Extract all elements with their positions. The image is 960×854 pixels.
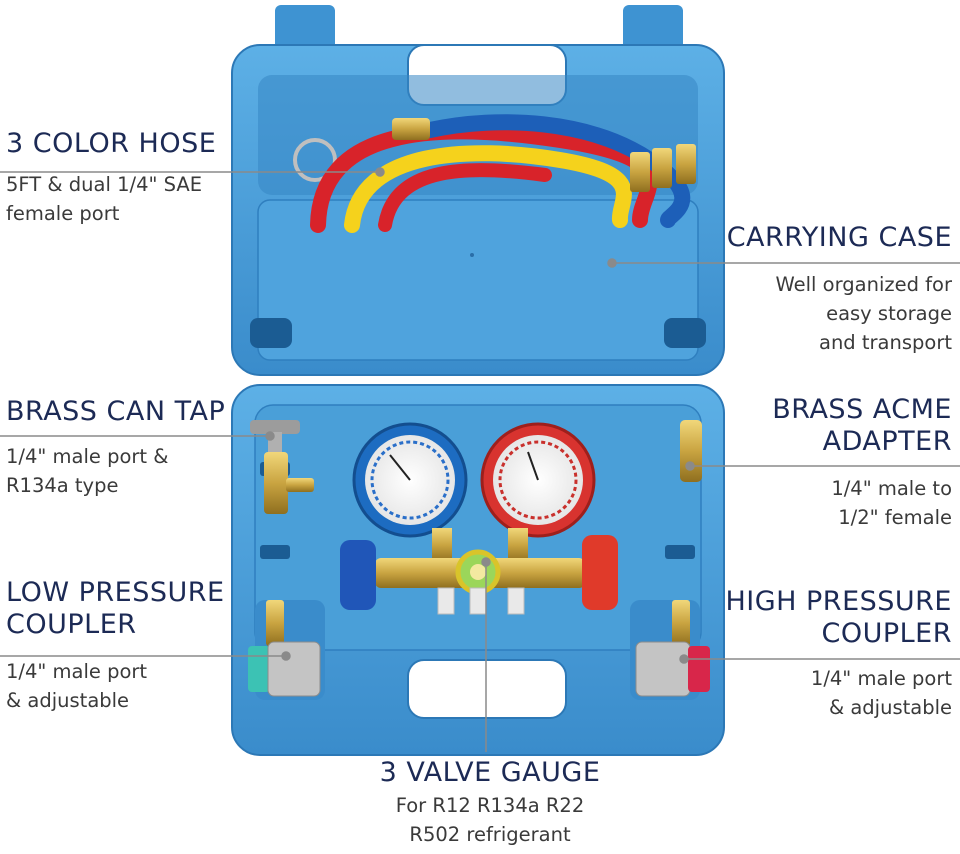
label-desc: 1/4" male port & R134a type <box>6 442 225 500</box>
leader-lines <box>0 167 960 752</box>
desc-line: R134a type <box>6 474 119 497</box>
label-3-valve-gauge: 3 VALVE GAUGE For R12 R134a R22 R502 ref… <box>330 757 650 849</box>
title-line: COUPLER <box>6 609 137 640</box>
desc-line: R502 refrigerant <box>409 823 571 846</box>
desc-line: 1/4" male port <box>6 660 148 683</box>
high-pressure-coupler <box>635 600 710 697</box>
title-line: BRASS ACME <box>772 394 952 425</box>
brass-acme-adapter <box>680 420 702 482</box>
label-title: LOW PRESSURE COUPLER <box>6 577 225 641</box>
label-title: BRASS CAN TAP <box>6 396 226 427</box>
title-line: HIGH PRESSURE <box>725 586 952 617</box>
label-title: CARRYING CASE <box>726 222 952 253</box>
label-carrying-case: CARRYING CASE Well organized for easy st… <box>727 222 952 357</box>
label-title: 3 COLOR HOSE <box>6 128 217 159</box>
label-high-pressure-coupler: HIGH PRESSURE COUPLER 1/4" male port & a… <box>725 586 952 722</box>
title-line: LOW PRESSURE <box>6 577 225 608</box>
case-top-clips <box>275 5 683 50</box>
desc-line: easy storage <box>826 302 952 325</box>
label-title: 3 VALVE GAUGE <box>379 757 601 788</box>
desc-line: Well organized for <box>775 273 953 296</box>
label-low-pressure-coupler: LOW PRESSURE COUPLER 1/4" male port & ad… <box>6 577 225 715</box>
label-desc: 5FT & dual 1/4" SAE female port <box>6 170 216 228</box>
title-line: ADAPTER <box>822 426 952 457</box>
desc-line: 1/4" male port & <box>6 445 169 468</box>
label-title: HIGH PRESSURE COUPLER <box>725 586 952 650</box>
desc-line: For R12 R134a R22 <box>395 794 585 817</box>
color-hoses <box>293 114 696 233</box>
label-desc: Well organized for easy storage and tran… <box>727 270 953 357</box>
label-desc: 1/4" male port & adjustable <box>6 657 225 715</box>
label-title: BRASS ACME ADAPTER <box>772 394 952 458</box>
case-lid <box>231 44 725 376</box>
label-brass-can-tap: BRASS CAN TAP 1/4" male port & R134a typ… <box>6 396 225 500</box>
desc-line: & adjustable <box>6 689 130 712</box>
label-desc: 1/4" male to 1/2" female <box>772 474 952 532</box>
desc-line: 5FT & dual 1/4" SAE <box>6 173 203 196</box>
label-3-color-hose: 3 COLOR HOSE 5FT & dual 1/4" SAE female … <box>6 128 216 228</box>
desc-line: and transport <box>819 331 952 354</box>
manifold-gauge <box>340 422 618 615</box>
label-desc: 1/4" male port & adjustable <box>725 664 952 722</box>
desc-line: 1/2" female <box>838 506 952 529</box>
desc-line: & adjustable <box>828 696 952 719</box>
desc-line: 1/4" male port <box>810 667 952 690</box>
label-brass-acme-adapter: BRASS ACME ADAPTER 1/4" male to 1/2" fem… <box>772 394 952 532</box>
desc-line: 1/4" male to <box>831 477 952 500</box>
label-desc: For R12 R134a R22 R502 refrigerant <box>330 791 650 849</box>
desc-line: female port <box>6 202 120 225</box>
title-line: COUPLER <box>821 618 952 649</box>
